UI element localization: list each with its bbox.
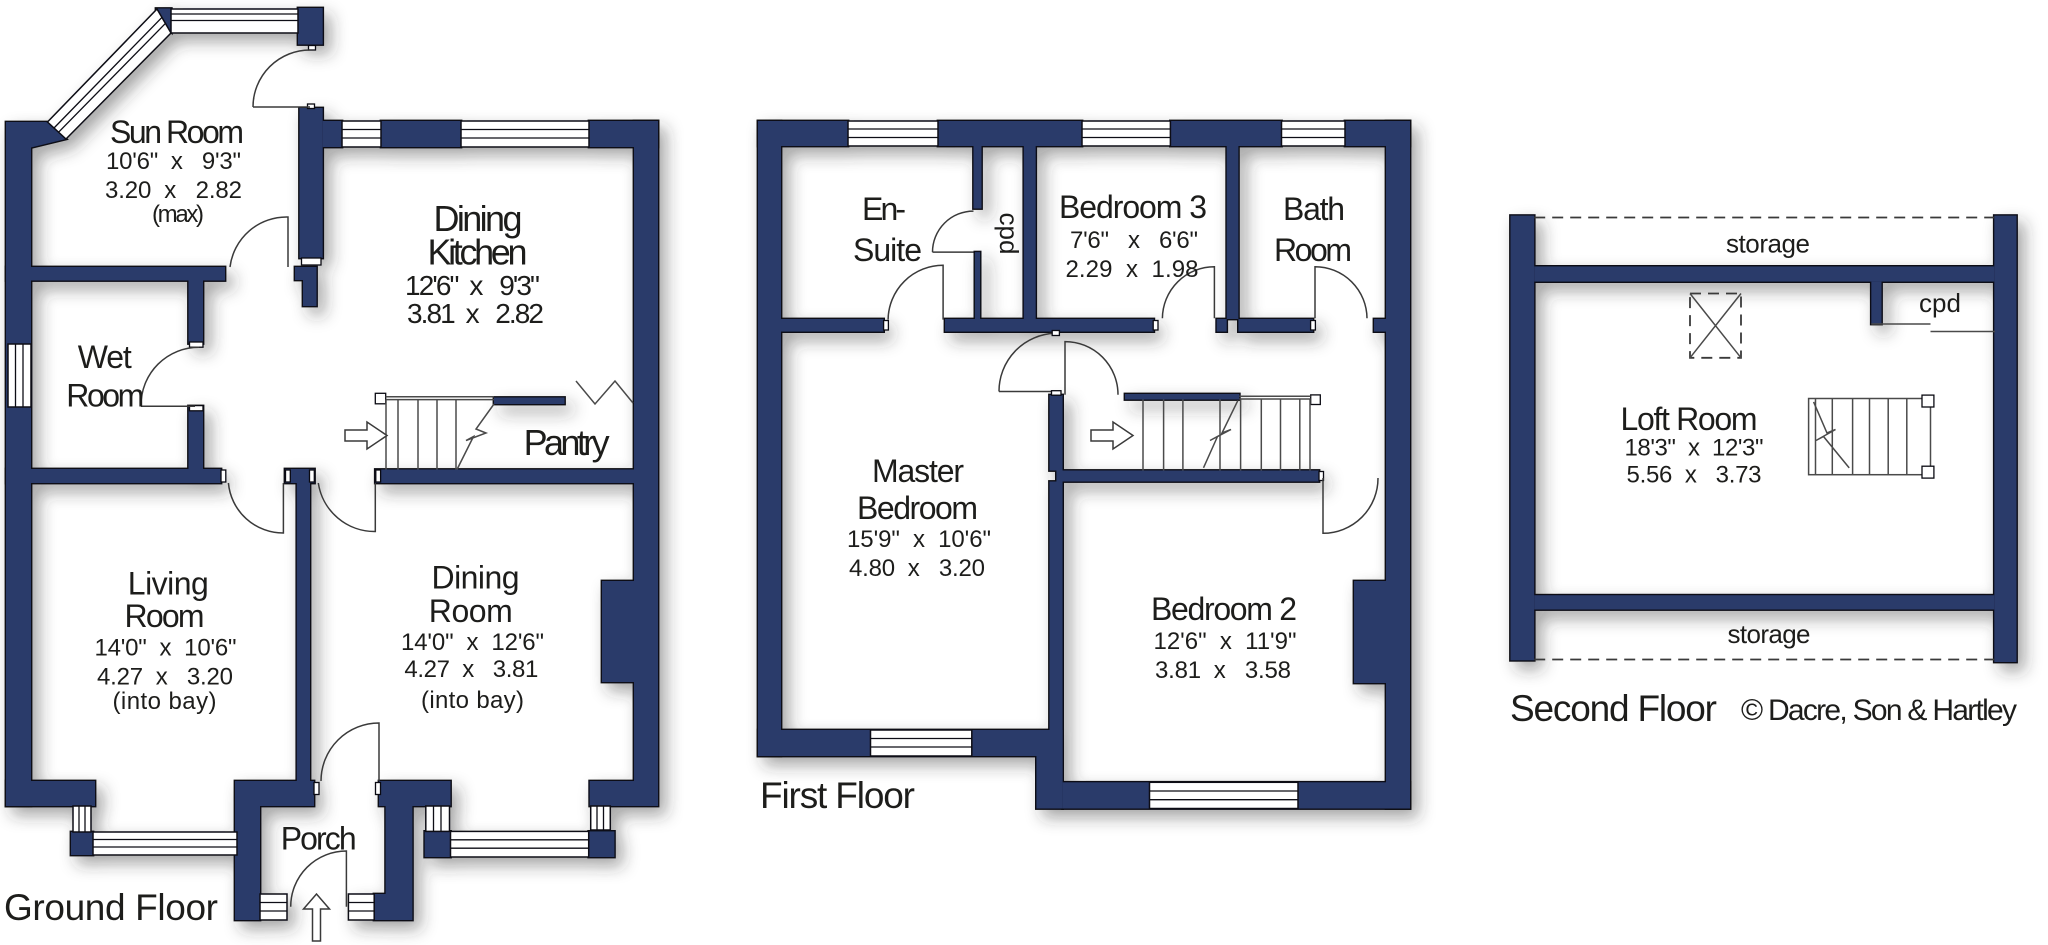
svg-text:cpd: cpd — [994, 213, 1024, 255]
svg-text:Room: Room — [125, 598, 205, 634]
svg-text:Kitchen: Kitchen — [428, 232, 528, 273]
svg-text:(into bay): (into bay) — [421, 687, 524, 714]
svg-text:3.81 x 2.82: 3.81 x 2.82 — [407, 298, 544, 329]
svg-text:15'9" x 10'6": 15'9" x 10'6" — [847, 526, 991, 553]
svg-text:Loft Room: Loft Room — [1621, 401, 1758, 437]
svg-text:Bedroom: Bedroom — [857, 490, 978, 526]
svg-text:Living: Living — [128, 566, 209, 602]
svg-text:4.80 x 3.20: 4.80 x 3.20 — [849, 555, 985, 582]
svg-text:Room: Room — [429, 593, 513, 629]
svg-text:4.27 x 3.81: 4.27 x 3.81 — [404, 656, 538, 683]
svg-text:Ground Floor: Ground Floor — [4, 887, 218, 928]
svg-text:Bath: Bath — [1283, 191, 1345, 227]
svg-text:Pantry: Pantry — [524, 422, 610, 463]
svg-text:14'0" x 12'6": 14'0" x 12'6" — [401, 629, 544, 656]
svg-text:First Floor: First Floor — [760, 775, 915, 816]
svg-text:Bedroom 2: Bedroom 2 — [1151, 591, 1297, 627]
svg-text:18'3" x 12'3": 18'3" x 12'3" — [1625, 435, 1764, 462]
svg-text:storage: storage — [1726, 229, 1810, 259]
svg-text:Bedroom 3: Bedroom 3 — [1059, 189, 1207, 225]
svg-text:12'6" x 11'9": 12'6" x 11'9" — [1154, 628, 1297, 655]
svg-text:Dining: Dining — [434, 198, 523, 239]
svg-text:Room: Room — [66, 378, 144, 414]
svg-text:Dining: Dining — [432, 560, 520, 596]
svg-text:En-: En- — [862, 191, 906, 227]
svg-text:5.56 x 3.73: 5.56 x 3.73 — [1627, 462, 1762, 489]
svg-text:4.27 x 3.20: 4.27 x 3.20 — [97, 664, 233, 691]
svg-text:Wet: Wet — [78, 339, 132, 375]
svg-text:Room: Room — [1274, 232, 1352, 268]
svg-text:storage: storage — [1728, 619, 1811, 649]
svg-text:(max): (max) — [152, 201, 204, 228]
svg-text:Sun Room: Sun Room — [110, 114, 244, 150]
svg-text:14'0" x 10'6": 14'0" x 10'6" — [95, 635, 237, 662]
svg-text:© Dacre, Son & Hartley: © Dacre, Son & Hartley — [1741, 694, 2017, 727]
svg-text:10'6" x 9'3": 10'6" x 9'3" — [106, 148, 241, 175]
svg-text:Second Floor: Second Floor — [1510, 688, 1717, 729]
svg-text:2.29 x 1.98: 2.29 x 1.98 — [1066, 256, 1199, 283]
svg-text:(into bay): (into bay) — [113, 688, 217, 715]
svg-text:3.20 x 2.82: 3.20 x 2.82 — [105, 177, 242, 204]
svg-text:3.81 x 3.58: 3.81 x 3.58 — [1155, 657, 1291, 684]
svg-text:Porch: Porch — [281, 820, 357, 856]
svg-text:cpd: cpd — [1919, 288, 1961, 318]
svg-text:12'6" x 9'3": 12'6" x 9'3" — [405, 270, 540, 301]
svg-text:Suite: Suite — [853, 232, 922, 268]
svg-text:7'6" x 6'6": 7'6" x 6'6" — [1070, 227, 1198, 254]
svg-text:Master: Master — [872, 453, 964, 489]
